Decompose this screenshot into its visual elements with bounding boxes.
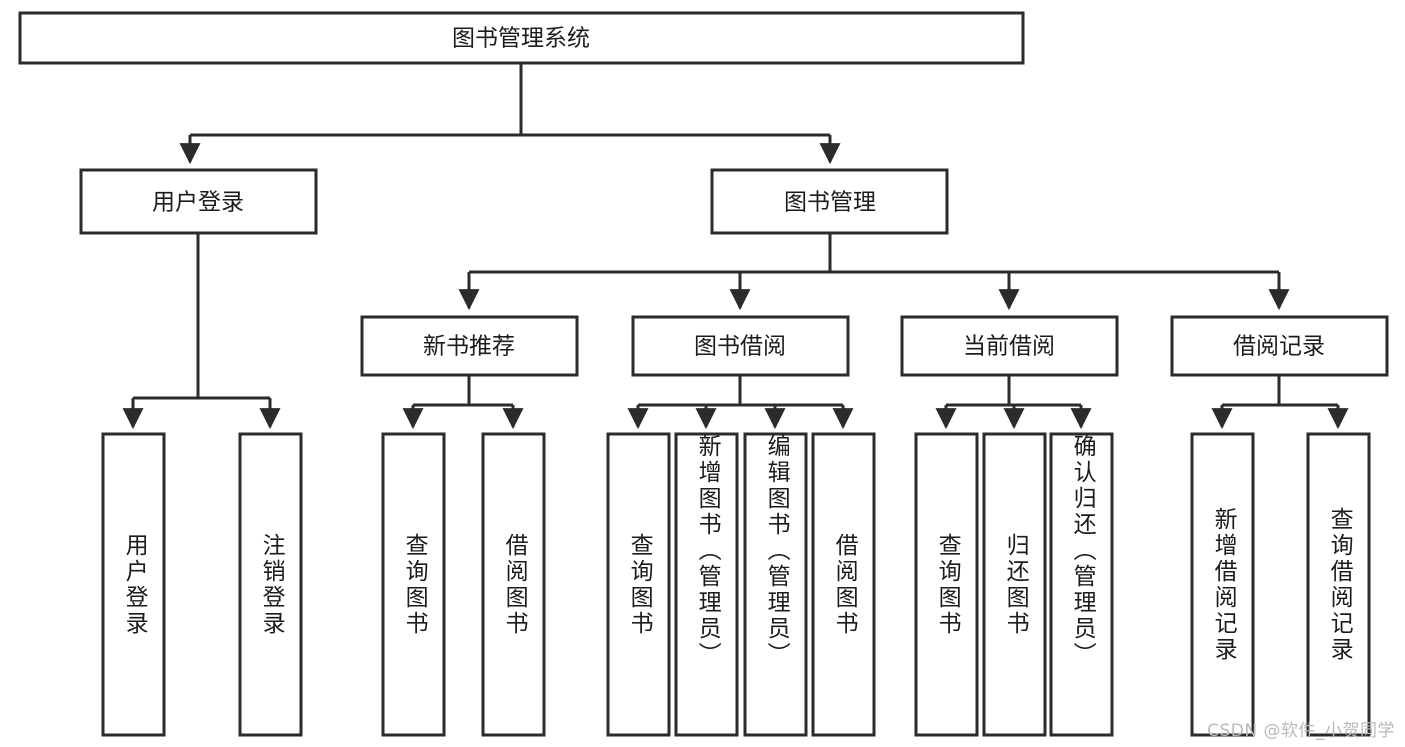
leaf-box-current-borrow-2[interactable]	[982, 432, 1047, 737]
node-new-book-recommend[interactable]: 新书推荐	[360, 315, 579, 377]
connector-root-to-level2	[179, 63, 841, 165]
connector-bookborrow-to-leaves	[627, 375, 854, 430]
leaf-box-current-borrow-3[interactable]	[1049, 432, 1114, 737]
connector-borrowrecord-to-leaves	[1211, 375, 1349, 430]
node-book-borrow-label: 图书借阅	[694, 334, 786, 360]
node-borrow-record[interactable]: 借阅记录	[1170, 315, 1389, 377]
node-root[interactable]: 图书管理系统	[18, 11, 1025, 65]
leaf-box-book-borrow-4[interactable]	[811, 432, 876, 737]
leaf-box-borrow-record-2[interactable]	[1306, 432, 1371, 737]
leaf-box-new-book-1[interactable]	[381, 432, 446, 737]
node-book-borrow[interactable]: 图书借阅	[631, 315, 850, 377]
leaf-box-book-borrow-3[interactable]	[743, 432, 808, 737]
node-borrow-record-label: 借阅记录	[1233, 334, 1325, 360]
node-user-login[interactable]: 用户登录	[79, 168, 318, 235]
leaf-box-new-book-2[interactable]	[481, 432, 546, 737]
leaf-box-current-borrow-1[interactable]	[914, 432, 979, 737]
leaf-box-borrow-record-1[interactable]	[1190, 432, 1255, 737]
node-current-borrow[interactable]: 当前借阅	[900, 315, 1119, 377]
connector-currentborrow-to-leaves	[935, 375, 1092, 430]
leaf-box-user-login-1[interactable]	[101, 432, 166, 737]
node-current-borrow-label: 当前借阅	[963, 334, 1055, 360]
node-book-management-label: 图书管理	[784, 190, 876, 216]
node-user-login-label: 用户登录	[152, 190, 244, 216]
leaf-box-user-login-2[interactable]	[238, 432, 303, 737]
connector-newbook-to-leaves	[402, 375, 524, 430]
leaf-box-book-borrow-2[interactable]	[674, 432, 739, 737]
node-root-label: 图书管理系统	[452, 26, 590, 52]
connector-bookmgmt-to-level3	[458, 233, 1290, 311]
leaf-box-book-borrow-1[interactable]	[606, 432, 671, 737]
connector-userlogin-to-leaves	[122, 233, 281, 430]
watermark: CSDN @软件_小贺同学	[1207, 721, 1395, 741]
node-book-management[interactable]: 图书管理	[710, 168, 949, 235]
node-new-book-recommend-label: 新书推荐	[423, 334, 515, 360]
